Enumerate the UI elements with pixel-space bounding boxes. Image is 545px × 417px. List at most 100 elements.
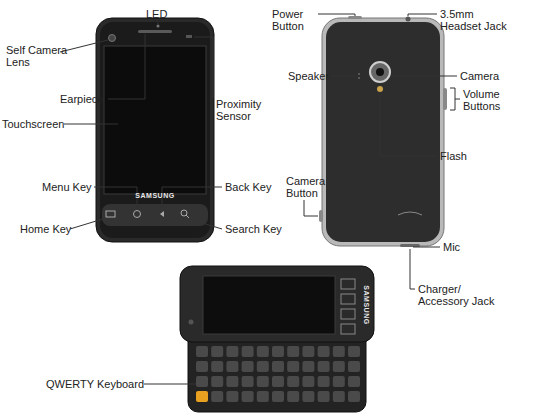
part-label: Proximity Sensor xyxy=(216,98,274,122)
keyboard-key xyxy=(272,391,284,402)
keyboard-key xyxy=(287,346,299,357)
slider-screen xyxy=(203,276,335,334)
camera-lens xyxy=(376,68,384,76)
slider-key xyxy=(341,294,355,304)
leader-line xyxy=(413,247,440,248)
keyboard-key xyxy=(287,376,299,387)
leader-line xyxy=(332,76,356,77)
keyboard-key xyxy=(318,346,330,357)
leader-line xyxy=(455,99,460,100)
leader-line xyxy=(158,22,159,24)
speaker-hole xyxy=(358,73,360,75)
back-phone xyxy=(319,16,447,247)
keyboard-key xyxy=(196,346,208,357)
keyboard-key xyxy=(348,346,360,357)
front-bezel xyxy=(100,22,210,238)
key-grid xyxy=(196,346,360,402)
keyboard-key xyxy=(257,361,269,372)
keyboard-key xyxy=(333,376,345,387)
carrier-mark xyxy=(398,212,422,215)
keyboard-key xyxy=(242,391,254,402)
slider-key xyxy=(341,324,355,334)
part-label: Mic xyxy=(443,241,460,253)
keyboard-key xyxy=(333,391,345,402)
leader-line xyxy=(70,218,106,229)
leader-line xyxy=(64,124,118,125)
keyboard-key xyxy=(257,376,269,387)
keyboard-key xyxy=(318,376,330,387)
part-label: Search Key xyxy=(225,223,282,235)
keyboard-key xyxy=(211,376,223,387)
leader-lines xyxy=(60,14,460,384)
flash-led xyxy=(377,86,383,92)
keyboard-key xyxy=(272,361,284,372)
keyboard-key xyxy=(226,376,238,387)
keyboard-key xyxy=(196,361,208,372)
key-bar xyxy=(102,204,208,226)
keyboard-key xyxy=(257,346,269,357)
leader-line xyxy=(410,249,415,289)
keyboard-key xyxy=(318,361,330,372)
keyboard-key xyxy=(242,361,254,372)
keyboard-key xyxy=(348,376,360,387)
speaker-hole xyxy=(358,77,360,79)
part-label: Speaker xyxy=(288,70,329,82)
part-label: Flash xyxy=(440,150,467,162)
part-label: Volume Buttons xyxy=(463,88,523,112)
menu-key-icon xyxy=(134,211,141,218)
leader-line xyxy=(60,40,108,52)
slider-key xyxy=(341,309,355,319)
keyboard-key xyxy=(333,346,345,357)
part-label: Camera xyxy=(460,70,499,82)
led-dot xyxy=(157,25,160,28)
keyboard-key xyxy=(226,346,238,357)
volume-rocker xyxy=(443,88,447,110)
part-label: Earpiece xyxy=(60,93,103,105)
keyboard-key xyxy=(211,346,223,357)
slider-body xyxy=(180,266,374,342)
part-label: 3.5mm Headset Jack xyxy=(440,8,512,32)
keyboard-key xyxy=(196,376,208,387)
part-label: Back Key xyxy=(225,181,271,193)
keyboard-key xyxy=(242,346,254,357)
slider-key xyxy=(341,279,355,289)
keyboard-key xyxy=(287,361,299,372)
brand-logo: SAMSUNG xyxy=(135,192,174,200)
keyboard-key xyxy=(242,376,254,387)
keyboard-key xyxy=(302,376,314,387)
front-body xyxy=(96,18,214,242)
search-key-handle xyxy=(186,215,189,218)
keyboard-key xyxy=(348,391,360,402)
part-label: QWERTY Keyboard xyxy=(46,378,144,390)
headset-port xyxy=(406,17,411,22)
keyboard-key xyxy=(257,391,269,402)
slider-phone xyxy=(180,266,374,412)
front-phone xyxy=(96,18,214,242)
leader-line xyxy=(318,14,355,16)
leader-line xyxy=(391,76,457,77)
leader-line xyxy=(94,187,137,209)
part-label: Self Camera Lens xyxy=(6,44,68,68)
part-label: Charger/ Accessory Jack xyxy=(418,283,502,307)
leader-line xyxy=(108,34,145,99)
bracket xyxy=(450,88,455,110)
keyboard-key xyxy=(196,391,208,402)
keyboard-key xyxy=(226,391,238,402)
leader-line xyxy=(380,93,437,156)
part-label: Menu Key xyxy=(42,181,92,193)
part-label: Power Button xyxy=(272,8,318,32)
keyboard-key xyxy=(302,361,314,372)
proximity-window xyxy=(186,35,192,38)
keyboard-key xyxy=(272,376,284,387)
leader-line xyxy=(144,384,196,385)
keyboard-key xyxy=(211,391,223,402)
keyboard-key xyxy=(211,361,223,372)
rear-camera xyxy=(370,62,390,82)
leader-line xyxy=(304,200,318,216)
leader-line xyxy=(189,219,222,229)
keyboard-key xyxy=(302,346,314,357)
part-label: Camera Button xyxy=(286,175,334,199)
keyboard-key xyxy=(348,361,360,372)
back-cover xyxy=(326,22,440,242)
